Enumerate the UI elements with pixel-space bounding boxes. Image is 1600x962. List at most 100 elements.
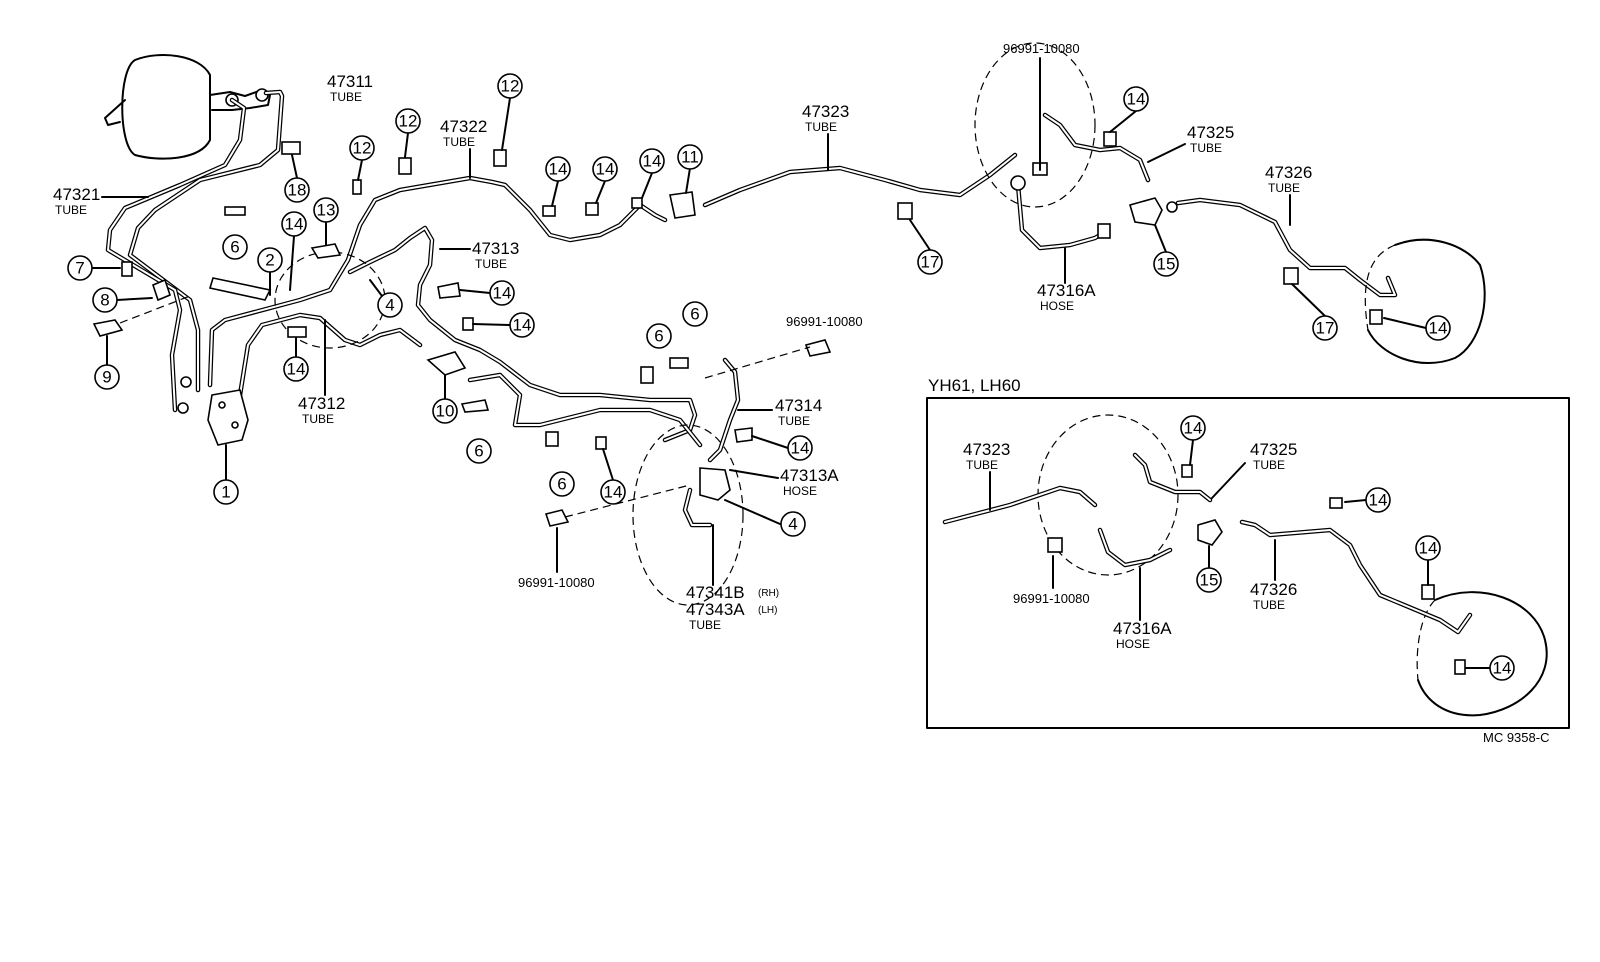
tube-47314 [707,357,741,463]
label-47343A-desc: TUBE [689,618,721,632]
svg-text:14: 14 [1419,539,1438,558]
label-47341B-num: 47341B [686,583,745,602]
label-47326-desc: TUBE [1268,181,1300,195]
callout-12a: 12 [349,135,375,181]
callout-14g: 14 [472,312,535,338]
callout-6b: 6 [466,438,492,464]
label-47316A-desc: HOSE [1040,299,1074,313]
label-47343A-num: 47343A [686,600,745,619]
callout-10: 10 [432,374,458,424]
tube-47311 [127,89,285,393]
svg-text:7: 7 [75,259,84,278]
inset-47323-desc: TUBE [966,458,998,472]
svg-text:10: 10 [436,402,455,421]
callout-6c: 6 [646,323,672,349]
callout-14c: 14 [545,156,571,207]
label-47311-desc: TUBE [330,90,362,104]
callout-6e: 6 [549,471,575,497]
label-47325-desc: TUBE [1190,141,1222,155]
inset-title: YH61, LH60 [928,376,1021,395]
callout-14e: 14 [639,148,665,199]
label-47312-desc: TUBE [302,412,334,426]
callout-4a: 4 [369,279,403,318]
front-caliper [682,467,731,528]
svg-text:14: 14 [1127,90,1146,109]
label-47326-num: 47326 [1265,163,1312,182]
callouts: 1 2 4 4 6 6 6 6 6 7 8 9 10 11 12 12 12 1… [67,73,1451,537]
tube-47323 [702,152,1018,208]
svg-text:14: 14 [1184,419,1203,438]
callout-4b: 4 [724,499,806,537]
svg-text:6: 6 [557,475,566,494]
label-47316A-num: 47316A [1037,281,1096,300]
tube-47321 [105,97,247,413]
svg-text:2: 2 [265,251,274,270]
label-clip-c: 96991-10080 [518,575,595,590]
callout-17a: 17 [909,219,943,275]
svg-text:17: 17 [1316,319,1335,338]
inset-callout-14d: 14 [1465,655,1515,681]
svg-text:9: 9 [102,368,111,387]
svg-text:12: 12 [399,112,418,131]
inset-47325-desc: TUBE [1253,458,1285,472]
inset-47316A-desc: HOSE [1116,637,1150,651]
proportioning-valve [177,376,249,446]
svg-text:12: 12 [501,77,520,96]
inset-47326-num: 47326 [1250,580,1297,599]
callout-7: 7 [67,255,121,281]
svg-text:6: 6 [654,327,663,346]
callout-14i: 14 [751,435,813,461]
rear-drum-right [1364,238,1486,365]
svg-text:18: 18 [288,181,307,200]
inset-callout-15: 15 [1196,545,1222,593]
callout-14j: 14 [1109,86,1149,133]
svg-text:15: 15 [1157,255,1176,274]
callout-6d: 6 [682,301,708,327]
callout-17b: 17 [1291,283,1338,341]
label-47323-desc: TUBE [805,120,837,134]
svg-text:14: 14 [1493,659,1512,678]
inset-47325-num: 47325 [1250,440,1297,459]
svg-text:1: 1 [221,483,230,502]
tube-47312 [237,312,423,398]
svg-text:14: 14 [287,360,306,379]
label-47313-desc: TUBE [475,257,507,271]
callout-12b: 12 [395,108,421,158]
svg-text:14: 14 [1369,491,1388,510]
inset-callout-14c: 14 [1415,535,1441,586]
callout-14h: 14 [600,448,626,505]
svg-text:14: 14 [285,215,304,234]
label-47321-num: 47321 [53,185,100,204]
label-47325-num: 47325 [1187,123,1234,142]
svg-text:14: 14 [493,284,512,303]
label-47323-num: 47323 [802,102,849,121]
label-47311-num: 47311 [327,72,373,91]
callout-11: 11 [677,144,703,194]
callout-14f: 14 [459,280,515,306]
callout-9: 9 [94,335,120,390]
svg-text:14: 14 [643,152,662,171]
callout-14b: 14 [283,337,309,382]
inset-clip: 96991-10080 [1013,591,1090,606]
callout-6a: 6 [222,234,248,260]
inset-47323-num: 47323 [963,440,1010,459]
tube-47313-b [467,372,703,448]
inset-47316A-num: 47316A [1113,619,1172,638]
svg-text:15: 15 [1200,571,1219,590]
svg-text:6: 6 [230,238,239,257]
svg-text:14: 14 [1429,319,1448,338]
tube-47322 [207,175,668,388]
callout-14k: 14 [1383,315,1451,341]
callout-12c: 12 [497,73,523,151]
svg-text:11: 11 [681,148,699,167]
callout-15: 15 [1153,224,1179,277]
label-clip-a: 96991-10080 [1003,41,1080,56]
label-47314-desc: TUBE [778,414,810,428]
svg-text:13: 13 [317,201,336,220]
callout-14a: 14 [281,211,307,291]
label-47321-desc: TUBE [55,203,87,217]
svg-text:8: 8 [100,291,109,310]
label-47312-num: 47312 [298,394,345,413]
svg-text:14: 14 [596,160,615,179]
tube-47313 [347,225,698,443]
